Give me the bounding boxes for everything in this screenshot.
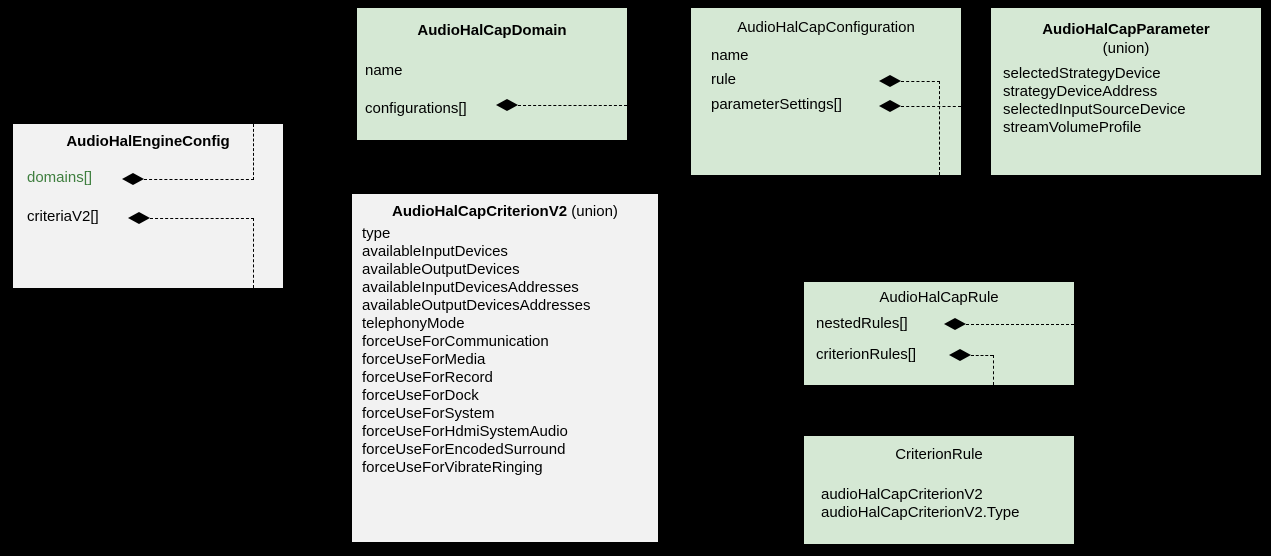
class-title-text: AudioHalCapCriterionV2 [392, 203, 572, 220]
field-nested-rules[interactable]: nestedRules[] [816, 315, 908, 332]
class-box-audio-hal-cap-configuration[interactable]: AudioHalCapConfiguration name rule param… [691, 8, 961, 175]
composition-diamond-nested-rules [944, 318, 966, 330]
attribute-item: forceUseForRecord [362, 369, 493, 386]
composition-diamond-configurations [496, 99, 518, 111]
class-title-audio-hal-cap-configuration: AudioHalCapConfiguration [737, 19, 915, 36]
class-box-audio-hal-engine-config[interactable]: AudioHalEngineConfig domains[] criteriaV… [13, 124, 283, 288]
attribute-item: forceUseForHdmiSystemAudio [362, 423, 568, 440]
composition-diamond-criteria-v2 [128, 212, 150, 224]
attribute-item: type [362, 225, 391, 242]
link-nested-rules-horizontal [966, 324, 1074, 325]
link-criteria-v2-horizontal [150, 218, 254, 219]
attribute-item: strategyDeviceAddress [1003, 83, 1158, 100]
attribute-item: forceUseForMedia [362, 351, 486, 368]
attribute-list-audio-hal-cap-criterion-v2: type availableInputDevices availableOutp… [362, 225, 590, 477]
link-criteria-v2-vertical [253, 218, 254, 288]
attribute-item: audioHalCapCriterionV2.Type [821, 504, 1020, 521]
class-subtitle-text: (union) [571, 203, 618, 220]
link-configurations-horizontal [518, 105, 627, 106]
attribute-list-audio-hal-cap-parameter: selectedStrategyDevice strategyDeviceAdd… [1003, 65, 1186, 137]
class-title-audio-hal-cap-parameter: AudioHalCapParameter [1042, 21, 1210, 38]
attribute-item: forceUseForSystem [362, 405, 495, 422]
field-domains[interactable]: domains[] [27, 169, 93, 186]
attribute-item: forceUseForCommunication [362, 333, 549, 350]
class-box-audio-hal-cap-rule[interactable]: AudioHalCapRule nestedRules[] criterionR… [804, 282, 1074, 385]
attribute-item: availableOutputDevices [362, 261, 520, 278]
class-box-audio-hal-cap-criterion-v2[interactable]: AudioHalCapCriterionV2 (union) type avai… [352, 194, 658, 542]
link-criterion-rules-horizontal [971, 355, 993, 356]
class-title-audio-hal-cap-domain: AudioHalCapDomain [417, 22, 567, 39]
field-criteria-v2[interactable]: criteriaV2[] [27, 208, 99, 225]
attribute-item: audioHalCapCriterionV2 [821, 486, 983, 503]
field-criterion-rules[interactable]: criterionRules[] [816, 346, 917, 363]
composition-diamond-parameter-settings [879, 100, 901, 112]
field-parameter-settings[interactable]: parameterSettings[] [711, 96, 842, 113]
class-box-audio-hal-cap-parameter[interactable]: AudioHalCapParameter (union) selectedStr… [991, 8, 1261, 175]
field-configurations[interactable]: configurations[] [365, 100, 467, 117]
attribute-item: forceUseForDock [362, 387, 479, 404]
class-title-audio-hal-cap-rule: AudioHalCapRule [879, 289, 999, 306]
attribute-item: availableInputDevicesAddresses [362, 279, 579, 296]
link-parameter-settings-horizontal [901, 106, 961, 107]
class-title-audio-hal-cap-criterion-v2: AudioHalCapCriterionV2 (union) [352, 203, 658, 221]
link-domains-vertical [253, 124, 254, 180]
class-subtitle-audio-hal-cap-parameter: (union) [1102, 40, 1150, 57]
attribute-item: availableInputDevices [362, 243, 508, 260]
class-box-criterion-rule[interactable]: CriterionRule audioHalCapCriterionV2 aud… [804, 436, 1074, 544]
attribute-item: forceUseForVibrateRinging [362, 459, 543, 476]
link-criterion-rules-vertical [993, 355, 994, 385]
link-domains-horizontal [144, 179, 254, 180]
field-domain-name[interactable]: name [365, 62, 403, 79]
composition-diamond-domains [122, 173, 144, 185]
link-parameter-settings-horizontal-tail [975, 106, 991, 107]
attribute-item: selectedInputSourceDevice [1003, 101, 1186, 118]
class-title-criterion-rule: CriterionRule [895, 446, 983, 463]
class-title-audio-hal-engine-config: AudioHalEngineConfig [66, 133, 230, 150]
field-configuration-name[interactable]: name [711, 47, 749, 64]
composition-diamond-rule [879, 75, 901, 87]
attribute-item: selectedStrategyDevice [1003, 65, 1161, 82]
composition-diamond-criterion-rules [949, 349, 971, 361]
attribute-item: streamVolumeProfile [1003, 119, 1142, 136]
attribute-list-criterion-rule: audioHalCapCriterionV2 audioHalCapCriter… [821, 486, 1019, 522]
class-box-audio-hal-cap-domain[interactable]: AudioHalCapDomain name configurations[] [357, 8, 627, 140]
link-rule-horizontal [901, 81, 940, 82]
field-rule[interactable]: rule [711, 71, 737, 88]
attribute-item: telephonyMode [362, 315, 465, 332]
attribute-item: availableOutputDevicesAddresses [362, 297, 591, 314]
attribute-item: forceUseForEncodedSurround [362, 441, 566, 458]
link-rule-vertical [939, 81, 940, 175]
